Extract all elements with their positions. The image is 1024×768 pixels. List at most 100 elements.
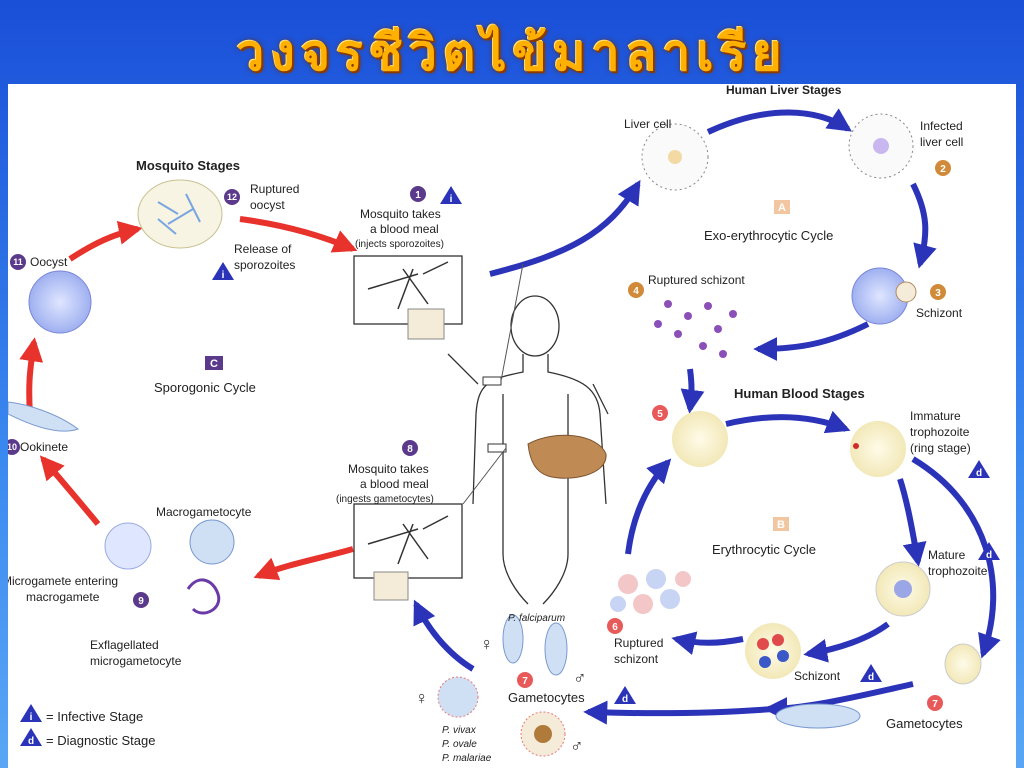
arrow-oocyst-to-bite — [239, 216, 358, 253]
badge-number-10: 10 — [8, 439, 20, 455]
badge-number-2: 2 — [935, 160, 951, 176]
svg-text:1: 1 — [415, 190, 421, 201]
microgamete-entering-image — [104, 522, 152, 570]
label-oocyst: Oocyst — [30, 255, 68, 269]
svg-text:12: 12 — [227, 192, 237, 202]
exflagellated-microgametocyte-image — [186, 578, 221, 615]
legend: i = Infective Stage d = Diagnostic Stage — [20, 704, 155, 748]
diagram-panel: Human Liver Stages Human Blood Stages Mo… — [8, 84, 1016, 768]
mosquito-box-8 — [353, 503, 463, 601]
svg-text:d: d — [976, 468, 982, 479]
human-body-figure — [447, 295, 609, 605]
svg-text:d: d — [28, 736, 34, 747]
arrow-schizont-ruptured — [753, 321, 870, 361]
schizont-blood-image — [745, 623, 801, 679]
injection-site-icon — [482, 376, 502, 386]
label-exfl-1: Exflagellated — [90, 638, 159, 652]
svg-text:i: i — [30, 712, 33, 723]
svg-text:7: 7 — [522, 676, 528, 687]
label-immature-2: trophozoite — [910, 425, 970, 439]
label-ookinete: Ookinete — [20, 440, 68, 454]
heading-human-blood: Human Blood Stages — [734, 386, 865, 401]
label-p-vivax: P. vivax — [442, 725, 477, 736]
liver-organ-icon — [527, 434, 607, 479]
diagnostic-icon-gametocytes: d — [614, 686, 636, 705]
arrow-oocyst-to-ruptured — [68, 221, 143, 262]
label-release-2: sporozoites — [234, 258, 295, 272]
badge-A-text: A — [778, 202, 786, 214]
svg-text:9: 9 — [138, 596, 144, 607]
ring-stage-image — [850, 421, 906, 477]
svg-text:3: 3 — [935, 288, 941, 299]
badge-number-8: 8 — [402, 440, 418, 456]
heading-mosquito: Mosquito Stages — [136, 158, 240, 173]
ookinete-image — [8, 401, 80, 432]
ruptured-schizont-blood-image — [610, 569, 691, 614]
arrow-to-liver — [489, 179, 641, 277]
arrow-ookinete-to-oocyst — [19, 337, 44, 415]
gametocyte-right-image — [944, 643, 982, 685]
rbc-image-5 — [672, 411, 728, 467]
svg-text:10: 10 — [8, 442, 17, 452]
legend-diagnostic-label: = Diagnostic Stage — [46, 733, 155, 748]
label-ruptured-schizont-liver: Ruptured schizont — [648, 273, 745, 287]
mature-trophozoite-image — [875, 561, 931, 617]
label-sporogonic-cycle: Sporogonic Cycle — [154, 380, 256, 395]
connector-line-1 — [500, 263, 524, 382]
arrow-gametocyte-left — [763, 681, 914, 721]
badge-number-1: 1 — [410, 186, 426, 202]
label-s1-line3: (injects sporozoites) — [355, 239, 444, 250]
badge-C-text: C — [210, 358, 218, 370]
liver-cell-image — [641, 123, 709, 191]
arrow-ruptured-to-ring — [625, 458, 672, 555]
label-schizont-liver: Schizont — [916, 306, 963, 320]
falciparum-gametocytes-image — [502, 614, 568, 676]
label-mature-1: Mature — [928, 548, 966, 562]
connector-line-8 — [462, 447, 507, 505]
label-ruptured-oocyst-2: oocyst — [250, 198, 285, 212]
label-infected-1: Infected — [920, 119, 963, 133]
svg-text:d: d — [622, 694, 628, 705]
label-microgamete-2: macrogamete — [26, 590, 100, 604]
infective-icon-s1: i — [440, 186, 462, 205]
female-symbol-falciparum: ♀ — [480, 634, 494, 654]
male-symbol-falciparum: ♂ — [573, 668, 587, 688]
mosquito-cycle-arrows — [19, 216, 358, 581]
slide-title: วงจรชีวิตไข้มาลาเรีย — [236, 24, 788, 82]
badge-number-7-left: 7 — [517, 672, 533, 688]
legend-diagnostic-icon: d — [20, 728, 42, 747]
label-s8-line3: (ingests gametocytes) — [336, 494, 434, 505]
arrow-ruptured-blood — [680, 368, 705, 414]
badge-number-3: 3 — [930, 284, 946, 300]
label-s8-line1: Mosquito takes — [348, 462, 429, 476]
label-s1-line1: Mosquito takes — [360, 207, 441, 221]
svg-text:8: 8 — [407, 444, 413, 455]
gametocyte-bottom-image — [775, 703, 861, 729]
badge-number-11: 11 — [10, 254, 26, 270]
svg-text:5: 5 — [657, 409, 663, 420]
heading-human-liver: Human Liver Stages — [726, 84, 842, 97]
svg-text:i: i — [222, 270, 225, 281]
arrow-to-gametocytes-left — [583, 700, 774, 725]
label-p-ovale: P. ovale — [442, 739, 477, 750]
diagnostic-icon-schizont: d — [860, 664, 882, 683]
label-p-falciparum: P. falciparum — [508, 613, 565, 624]
label-immature-3: (ring stage) — [910, 441, 971, 455]
diagnostic-icon-ring: d — [968, 460, 990, 479]
label-s8-line2: a blood meal — [360, 477, 429, 491]
arrow-zygote-to-ookinete — [39, 455, 101, 526]
schizont-liver-image — [851, 267, 917, 325]
oocyst-image — [28, 270, 92, 334]
label-s1-line2: a blood meal — [370, 222, 439, 236]
label-microgamete-1: Microgamete entering — [8, 574, 118, 588]
label-immature-1: Immature — [910, 409, 961, 423]
label-ruptured-schizont-1: Ruptured — [614, 636, 663, 650]
svg-text:7: 7 — [932, 699, 938, 710]
badge-C — [205, 356, 223, 370]
label-exo-cycle: Exo-erythrocytic Cycle — [704, 228, 833, 243]
label-release-1: Release of — [234, 242, 292, 256]
svg-text:2: 2 — [940, 164, 946, 175]
badge-number-7-right: 7 — [927, 695, 943, 711]
ruptured-oocyst-image — [137, 179, 223, 249]
label-liver-cell: Liver cell — [624, 117, 671, 131]
